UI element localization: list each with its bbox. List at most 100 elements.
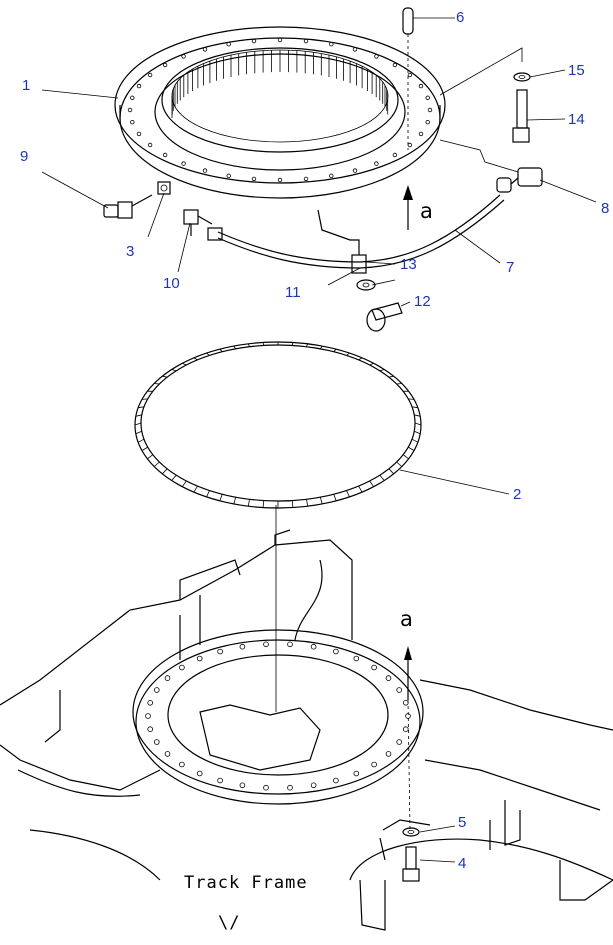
grease-tube-assembly xyxy=(103,139,543,274)
bolt-hole xyxy=(385,675,392,681)
bolt-hole xyxy=(333,777,339,784)
callout-1: 1 xyxy=(22,77,30,94)
bolt-hole xyxy=(164,675,171,681)
bolt-hole xyxy=(407,142,413,148)
bolt-hole xyxy=(396,739,403,745)
grease-fitting-9 xyxy=(103,194,153,219)
bolt-hole xyxy=(310,782,317,789)
washer-5 xyxy=(402,827,420,837)
bolt-hole xyxy=(226,42,231,47)
seal-ring xyxy=(134,341,422,509)
washer-11 xyxy=(356,279,376,291)
bolt-hole xyxy=(145,713,151,719)
bolt-14 xyxy=(512,89,530,143)
frame-mount-bolt-holes xyxy=(145,641,411,791)
elbow-10 xyxy=(183,209,223,241)
callout-numbers: 1 2 3 4 5 6 7 8 9 10 11 12 13 14 15 xyxy=(20,9,609,872)
bolt-hole xyxy=(303,38,309,44)
bolt-hole xyxy=(130,119,135,125)
bolt-hole xyxy=(196,770,203,777)
leader-lines xyxy=(41,17,597,863)
bolt-hole xyxy=(136,83,142,89)
inner-gear-teeth xyxy=(171,50,389,118)
callout-4: 4 xyxy=(458,855,466,872)
bolt-hole xyxy=(277,37,283,43)
bolt-hole xyxy=(329,42,334,47)
bolt-hole xyxy=(402,726,409,732)
bolt-hole xyxy=(179,761,185,768)
bolt-hole xyxy=(181,54,186,59)
callout-2: 2 xyxy=(513,486,521,503)
bolt-hole xyxy=(179,664,185,671)
bolt-hole xyxy=(392,152,398,158)
bolt-hole xyxy=(353,655,360,662)
callout-13: 13 xyxy=(400,256,417,273)
bolt-hole xyxy=(371,761,377,768)
callout-6: 6 xyxy=(456,9,464,26)
bolt-hole xyxy=(418,131,424,137)
callout-11: 11 xyxy=(285,284,301,301)
arrow-label-lower: a xyxy=(400,607,413,631)
bolt-4 xyxy=(402,846,420,882)
track-frame-caption: Track Frame xyxy=(184,873,308,893)
bolt-hole xyxy=(402,699,409,706)
bolt-hole xyxy=(202,47,208,52)
callout-8: 8 xyxy=(601,200,609,217)
bolt-hole xyxy=(385,751,392,757)
bolt-hole xyxy=(239,643,246,650)
callout-15: 15 xyxy=(568,62,585,79)
bolt-hole xyxy=(181,161,186,166)
bolt-hole xyxy=(217,777,223,784)
bolt-hole xyxy=(263,784,269,791)
bottom-mark: \/ xyxy=(218,913,240,933)
bolt-hole xyxy=(352,47,358,52)
frame-mount-ring xyxy=(132,629,424,805)
bolt-hole xyxy=(147,726,154,732)
bolt-hole xyxy=(130,95,135,100)
bolt-hole xyxy=(154,739,160,745)
bolt-hole xyxy=(217,648,223,655)
callout-9: 9 xyxy=(20,148,28,165)
callout-7: 7 xyxy=(506,259,514,276)
bolt-hole xyxy=(353,770,360,777)
bolt-hole xyxy=(427,107,433,113)
dowel-pin-6 xyxy=(402,7,414,150)
bolt-hole xyxy=(136,131,142,137)
bolt-hole xyxy=(425,95,430,100)
callout-14: 14 xyxy=(568,111,585,128)
bolt-hole xyxy=(147,142,153,148)
bolt-hole xyxy=(196,655,203,662)
swing-circle-bolt-holes xyxy=(127,37,433,183)
bolt-hole xyxy=(154,687,160,693)
bolt-hole xyxy=(287,641,293,648)
bolt-hole xyxy=(263,641,269,648)
bolt-hole xyxy=(127,107,133,113)
bolt-hole xyxy=(162,152,168,158)
washer-15 xyxy=(439,47,531,96)
clamp-13 xyxy=(317,209,367,274)
bolt-hole xyxy=(310,643,317,650)
bolt-hole xyxy=(147,699,154,706)
bolt-hole xyxy=(147,72,153,78)
elbow-8 xyxy=(439,139,543,193)
bolt-hole xyxy=(287,784,293,791)
bolt-hole xyxy=(371,664,377,671)
bolt-hole xyxy=(162,62,168,68)
adapter-3 xyxy=(157,181,171,195)
swing-circle-bearing xyxy=(114,26,446,199)
bolt-hole xyxy=(251,176,257,182)
bolt-hole xyxy=(374,161,379,166)
bolt-hole xyxy=(239,782,246,789)
callout-5: 5 xyxy=(458,814,466,831)
bolt-hole xyxy=(418,83,424,89)
bolt-12 xyxy=(366,302,403,332)
bolt-hole xyxy=(202,168,208,173)
bolt-hole xyxy=(164,751,171,757)
arrow-label-upper: a xyxy=(420,199,433,223)
direction-arrow-lower xyxy=(404,646,412,831)
bolt-hole xyxy=(251,38,257,44)
bolt-hole xyxy=(352,168,358,173)
bolt-hole xyxy=(374,54,379,59)
bolt-hole xyxy=(396,687,403,693)
